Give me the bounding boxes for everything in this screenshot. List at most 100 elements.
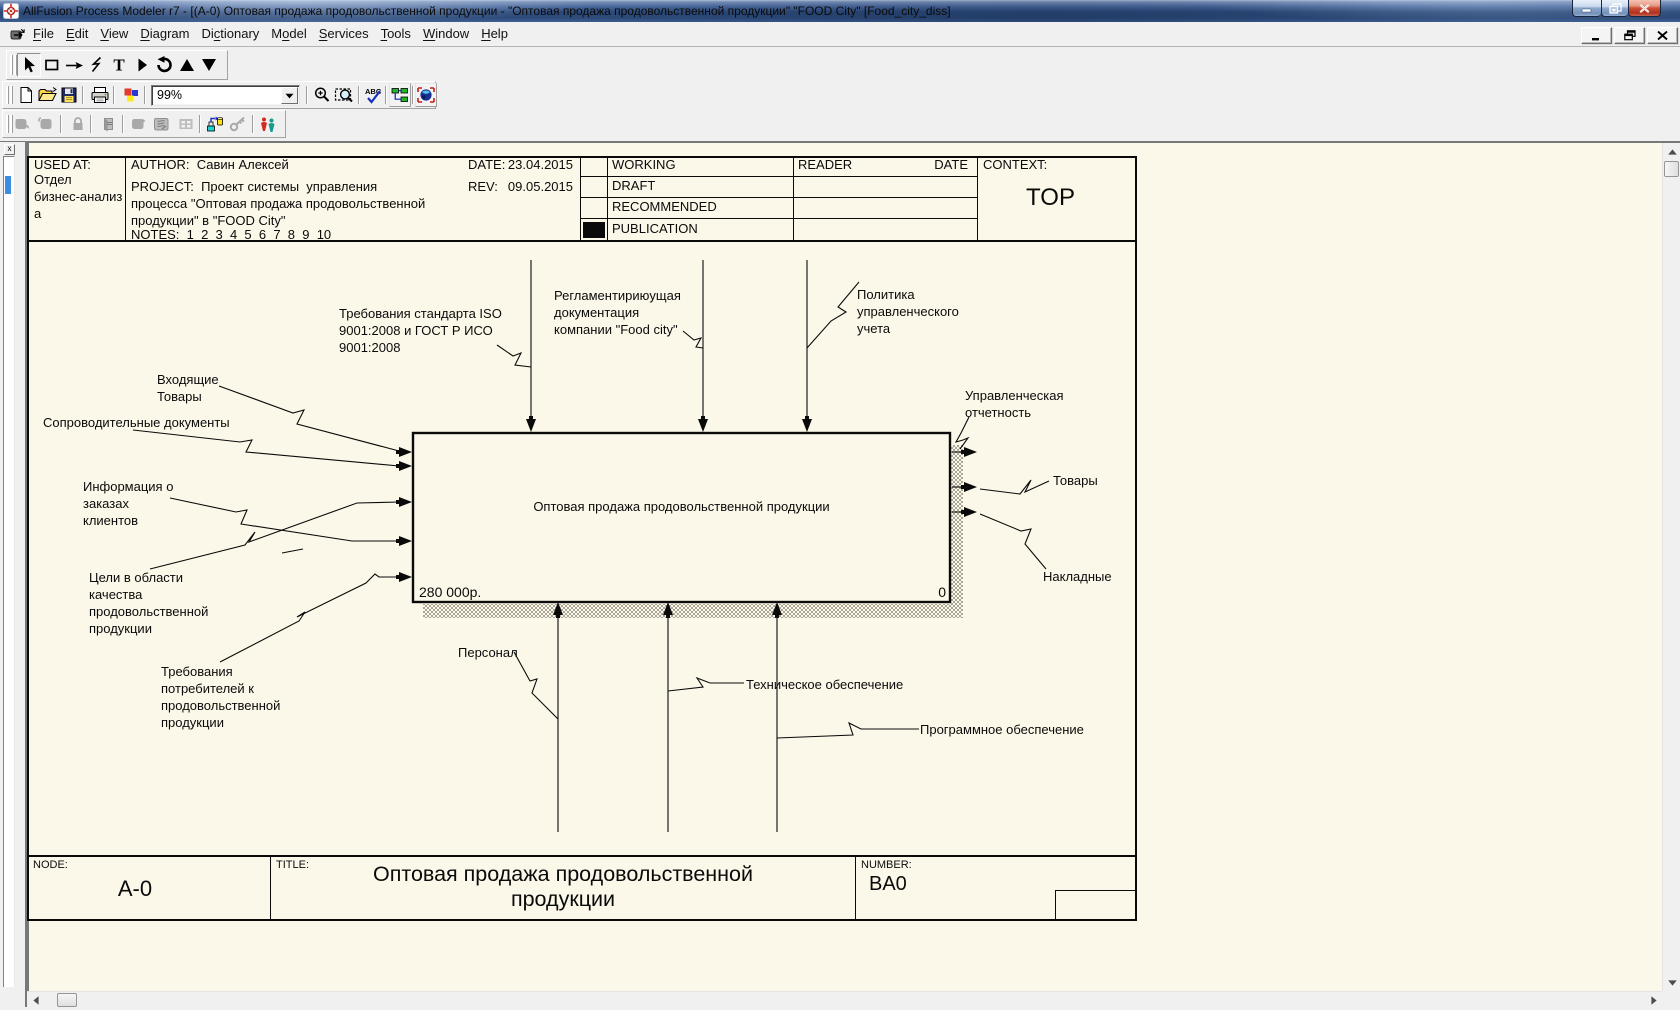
label-technical-support[interactable]: Техническое обеспечение — [746, 676, 903, 693]
menu-dictionary[interactable]: Dictionary — [201, 26, 260, 41]
arrow-icon — [66, 62, 83, 69]
color-tool-button[interactable] — [120, 83, 142, 107]
sibling-diagram-tool[interactable] — [152, 53, 176, 77]
scroll-left-button[interactable] — [27, 992, 44, 1008]
number-page-box — [1055, 890, 1136, 920]
squiggle-tool[interactable] — [85, 53, 109, 77]
open-model-button[interactable] — [36, 83, 58, 107]
zoom-in-button[interactable] — [311, 83, 333, 107]
zoom-fit-button[interactable] — [333, 83, 355, 107]
pointer-tool[interactable] — [17, 53, 41, 77]
label-personnel[interactable]: Персонал — [458, 644, 518, 661]
menu-services[interactable]: Services — [318, 26, 369, 41]
squiggle-personnel[interactable] — [513, 651, 559, 720]
label-goods[interactable]: Товары — [1053, 472, 1098, 489]
kit-project-line: процесса "Оптовая продажа продовольствен… — [131, 196, 426, 211]
go-down-icon — [202, 59, 216, 71]
model-explorer-toggle-button[interactable] — [389, 83, 411, 107]
go-to-parent-tool[interactable] — [175, 53, 199, 77]
diagram-document-icon[interactable] — [9, 26, 26, 43]
activity-box[interactable] — [411, 431, 952, 604]
menu-tools[interactable]: Tools — [380, 26, 411, 41]
model-explorer-tree[interactable] — [3, 156, 15, 1002]
zoom-combobox[interactable]: 99% — [151, 85, 300, 106]
scroll-down-button[interactable] — [1663, 974, 1680, 991]
input-arrow-order-info[interactable] — [169, 497, 399, 542]
go-to-child-detail-tool[interactable] — [197, 53, 221, 77]
menu-help[interactable]: Help — [481, 26, 508, 41]
text-tool[interactable]: T — [107, 53, 131, 77]
input-arrow-incoming-goods[interactable] — [218, 385, 400, 452]
horizontal-scroll-thumb[interactable] — [57, 993, 77, 1007]
input-consumer-dash[interactable] — [281, 548, 304, 554]
horizontal-scrollbar[interactable] — [27, 991, 1662, 1007]
go-to-child-tool[interactable] — [130, 53, 154, 77]
new-model-button[interactable] — [15, 83, 37, 107]
squiggle-iso[interactable] — [496, 344, 532, 368]
vertical-scrollbar[interactable] — [1662, 143, 1680, 991]
menu-edit[interactable]: Edit — [65, 26, 89, 41]
scroll-right-button[interactable] — [1645, 992, 1662, 1008]
toolbar-separator — [412, 86, 414, 104]
label-accompanying-docs[interactable]: Сопроводительные документы — [43, 414, 230, 431]
label-quality-goals-line: продовольственной — [89, 604, 209, 619]
modelmart-button[interactable] — [415, 83, 437, 107]
menu-file[interactable]: File — [33, 26, 54, 41]
label-invoices[interactable]: Накладные — [1043, 568, 1112, 585]
squiggle-invoices[interactable] — [979, 513, 1047, 570]
open-icon — [38, 87, 57, 101]
toolbar-separator — [144, 86, 146, 104]
toolbar-grip[interactable] — [6, 115, 13, 133]
kit-used-at-value: бизнес-анализ — [34, 189, 123, 204]
squiggle-management-reports[interactable] — [954, 416, 970, 450]
input-arrow-accompanying-docs[interactable] — [132, 429, 400, 467]
label-software[interactable]: Программное обеспечение — [920, 721, 1084, 738]
label-order-info-line: заказах — [83, 496, 129, 511]
activity-properties-button — [128, 112, 150, 136]
window-close-button[interactable] — [1628, 0, 1661, 17]
squiggle-technical[interactable] — [667, 676, 744, 692]
activity-box-tool[interactable] — [40, 53, 64, 77]
input-arrow-quality-goals[interactable] — [149, 501, 400, 570]
menu-model[interactable]: Model — [271, 26, 307, 41]
scroll-up-button[interactable] — [1663, 143, 1680, 160]
kit-used-at-label: USED AT: — [34, 157, 91, 172]
model-explorer-header[interactable]: x — [0, 143, 17, 156]
window-maximize-button[interactable] — [1601, 0, 1628, 17]
menu-view[interactable]: View — [100, 26, 129, 41]
squiggle-policy[interactable] — [806, 281, 860, 349]
squiggle-regulatory[interactable] — [682, 330, 704, 349]
kit-rev-label: REV: — [468, 179, 498, 194]
mdi-minimize-button[interactable] — [1581, 27, 1612, 44]
save-model-button[interactable] — [58, 83, 80, 107]
spell-check-button[interactable]: ABC — [363, 83, 385, 107]
menu-diagram[interactable]: Diagram — [140, 26, 190, 41]
window-minimize-button[interactable] — [1572, 0, 1601, 17]
print-button[interactable] — [89, 83, 111, 107]
mdi-restore-button[interactable] — [1614, 27, 1645, 44]
explorer-selected-item[interactable] — [5, 176, 11, 194]
explorer-close-icon[interactable]: x — [4, 144, 15, 155]
vertical-scroll-thumb[interactable] — [1664, 161, 1679, 177]
squiggle-goods[interactable] — [979, 479, 1050, 495]
arrow-tool[interactable] — [62, 53, 86, 77]
zoom-in-icon — [314, 87, 330, 102]
toolbar-grip[interactable] — [10, 55, 17, 75]
mdi-close-button[interactable] — [1647, 27, 1678, 44]
menu-window[interactable]: Window — [422, 26, 470, 41]
zoom-dropdown-button[interactable] — [281, 87, 298, 104]
label-goods-line: Товары — [1053, 473, 1098, 488]
idef0-diagram — [27, 143, 1137, 991]
toolbar-grip[interactable] — [6, 86, 13, 104]
input-arrow-consumer-requirements[interactable] — [219, 573, 399, 663]
squiggle-software[interactable] — [776, 721, 919, 739]
